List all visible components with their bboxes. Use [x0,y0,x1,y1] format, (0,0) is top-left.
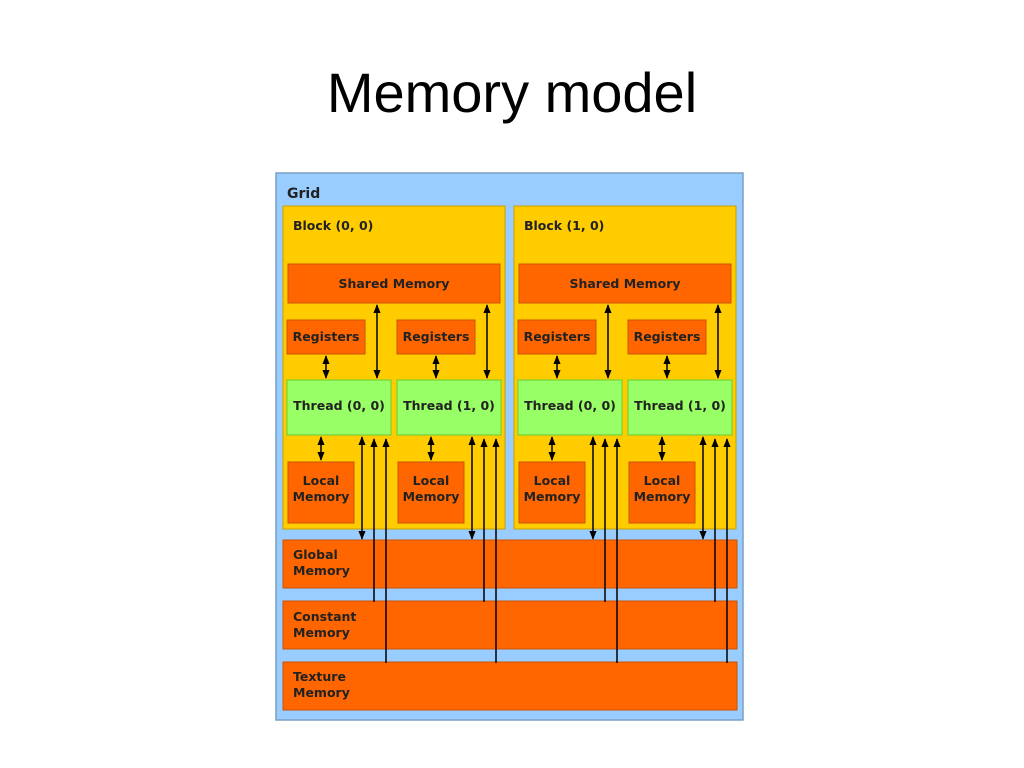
grid-label: Grid [287,186,320,202]
global-memory [282,539,738,589]
slide-title: Memory model [326,61,698,124]
block-1-thread-0-box [517,379,623,436]
block-0-0-label: Block (0, 0) [293,218,373,233]
block-0-thread-0-box [286,379,392,436]
texture-memory-label-1: Texture [293,669,346,684]
block-1-thread-1-box [627,379,733,436]
texture-memory-label-2: Memory [293,685,350,700]
global-memory-label-1: Global [293,547,338,562]
block-0-thread-0-registers [286,319,366,355]
block-1-thread-1-registers [627,319,707,355]
block-1-thread-0-registers [517,319,597,355]
block-0-thread-1-box [396,379,502,436]
block-0-shared-memory [287,263,501,304]
block-0-thread-1-local-memory [397,461,465,524]
block-0-thread-1-registers-label: Registers [403,329,470,344]
block-1-thread-1-registers-label: Registers [634,329,701,344]
block-1-shared-memory [518,263,732,304]
block-1-thread-0-registers-label: Registers [524,329,591,344]
global-memory-label-2: Memory [293,563,350,578]
block-0-shared-memory-label: Shared Memory [338,276,449,291]
block-1-thread-1-local-memory [628,461,696,524]
block-0-thread-1-registers [396,319,476,355]
block-1-thread-0-local-memory [518,461,586,524]
constant-memory-label-1: Constant [293,609,356,624]
block-1-thread-0-label: Thread (0, 0) [524,398,616,413]
block-0-thread-1-label: Thread (1, 0) [403,398,495,413]
constant-memory-label-2: Memory [293,625,350,640]
block-1-0-label: Block (1, 0) [524,218,604,233]
block-0-thread-0-label: Thread (0, 0) [293,398,385,413]
block-0-thread-0-local-memory [287,461,355,524]
block-1-thread-1-label: Thread (1, 0) [634,398,726,413]
block-1-shared-memory-label: Shared Memory [569,276,680,291]
texture-memory [282,661,738,711]
block-0-thread-0-registers-label: Registers [293,329,360,344]
constant-memory [282,600,738,650]
